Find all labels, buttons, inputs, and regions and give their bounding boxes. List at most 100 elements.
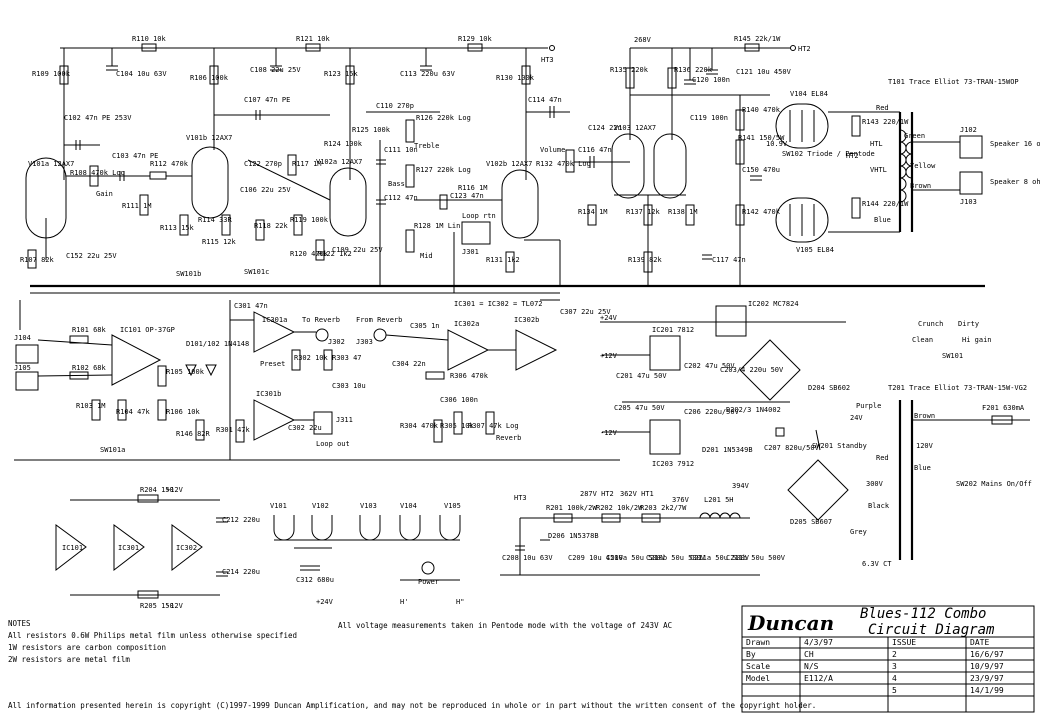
- label-c205: C205 47u 50V: [614, 404, 665, 412]
- label-c305: C305 1n: [410, 322, 440, 330]
- label-c206: C206 220u/50V: [684, 408, 740, 416]
- label-10-9v: 10.9V: [766, 140, 788, 148]
- label-v101b: V101b 12AX7: [186, 134, 232, 142]
- label-r102: R102 68k: [72, 364, 107, 372]
- issue-header: ISSUE: [892, 638, 916, 647]
- label-mid: Mid: [420, 252, 433, 260]
- label-r202: R202 10k/2W: [596, 504, 643, 512]
- label-htl: HTL: [870, 140, 883, 148]
- label-sw102: SW102 Triode / Pentode: [782, 150, 875, 158]
- label-ic101-box: IC101: [62, 544, 83, 552]
- label-c119: C119 100n: [690, 114, 728, 122]
- note-line-1: All resistors 0.6W Philips metal film un…: [8, 631, 297, 640]
- label-r106: R106 100k: [190, 74, 229, 82]
- label-r130: R130 100k: [496, 74, 535, 82]
- label-c211b: C211b 50u 500V: [726, 554, 786, 562]
- field-value-drawn: 4/3/97: [804, 638, 833, 647]
- note-line-2: 1W resistors are carbon composition: [8, 643, 167, 652]
- label-r120: R120 470k: [290, 250, 329, 258]
- label-d205: D205 SB607: [790, 518, 832, 526]
- label-volume: Volume: [540, 146, 565, 154]
- label-v102b: V102b 12AX7: [486, 160, 532, 168]
- issue-row-2: 3: [892, 662, 897, 671]
- label-speaker-16: Speaker 16 ohm: [990, 140, 1040, 148]
- field-label-model: Model: [746, 674, 770, 683]
- label-ht2-amp: HT2: [846, 152, 859, 160]
- label-c150: C150 470u: [742, 166, 780, 174]
- voltage-note: All voltage measurements taken in Pentod…: [338, 621, 673, 630]
- label-r302: R302 10k: [294, 354, 329, 362]
- label-24v: 24V: [850, 414, 863, 422]
- issue-row-1: 2: [892, 650, 897, 659]
- label-r143: R143 220/1W: [862, 118, 909, 126]
- label-ic201: IC201 7812: [652, 326, 694, 334]
- label-c124: C124 22n: [588, 124, 622, 132]
- label-loop-rtn: Loop rtn: [462, 212, 496, 220]
- label-c302: C302 22u: [288, 424, 322, 432]
- issue-row-3: 4: [892, 674, 897, 683]
- label-h2: H": [456, 598, 464, 606]
- label-f201: F201 630mA: [982, 404, 1025, 412]
- label-to-reverb: To Reverb: [302, 316, 340, 324]
- label-c212: C212 220u: [222, 516, 260, 524]
- label-r129: R129 10k: [458, 35, 493, 43]
- label-j102: J102: [960, 126, 977, 134]
- label-r307: R307 47k Log: [468, 422, 519, 430]
- label-ic101: IC101 OP-37GP: [120, 326, 175, 334]
- date-row-2: 10/9/97: [970, 662, 1004, 671]
- label-c304: C304 22n: [392, 360, 426, 368]
- label-394v: 394V: [732, 482, 750, 490]
- field-value-scale: N/S: [804, 662, 819, 671]
- label-v104: V104 EL84: [790, 90, 828, 98]
- field-value-by: CH: [804, 650, 814, 659]
- label-c102: C102 47n PE 253V: [64, 114, 132, 122]
- label-ic302-box: IC302: [176, 544, 197, 552]
- label-plus12-ic: +12V: [166, 486, 184, 494]
- label-r303: R303 47: [332, 354, 362, 362]
- label-r204: R204 150: [140, 486, 174, 494]
- label-c107: C107 47n PE: [244, 96, 290, 104]
- label-c307: C307 22u 25V: [560, 308, 611, 316]
- label-r123: R123 15k: [324, 70, 359, 78]
- label-v103: V103 12AX7: [614, 124, 656, 132]
- label-r117: R117 1M: [292, 160, 322, 168]
- label-d101: D101/102 1N4148: [186, 340, 249, 348]
- label-r139: R139 82k: [628, 256, 663, 264]
- date-row-3: 23/9/97: [970, 674, 1004, 683]
- label-r128: R128 1M Lin: [414, 222, 460, 230]
- label-ic301b: IC301b: [256, 390, 281, 398]
- label-minus12-reg: -12V: [600, 429, 618, 437]
- label-c312: C312 680u: [296, 576, 334, 584]
- label-c109: C109 22u 25V: [332, 246, 383, 254]
- label-sw101c: SW101c: [244, 268, 269, 276]
- label-c121: C121 10u 450V: [736, 68, 792, 76]
- label-preset: Preset: [260, 360, 285, 368]
- label-r116: R116 1M: [458, 184, 488, 192]
- label-treble: Treble: [414, 142, 439, 150]
- label-c116: C116 47n: [578, 146, 612, 154]
- label-d204: D204 SB602: [808, 384, 850, 392]
- label-376v: 376V: [672, 496, 690, 504]
- label-r135: R135 220k: [610, 66, 649, 74]
- label-r136: R136 220k: [674, 66, 713, 74]
- label-r125: R125 100k: [352, 126, 391, 134]
- label-r106: R106 10k: [166, 408, 201, 416]
- label-r122: R122 1k2: [318, 250, 352, 258]
- label-c209: C209 10u 450V: [568, 554, 624, 562]
- issue-row-4: 5: [892, 686, 897, 695]
- title-block: Duncan Blues-112 Combo Circuit Diagram D…: [741, 605, 1035, 713]
- label-120v-1: 120V: [916, 442, 934, 450]
- label-r304: R304 470k: [400, 422, 439, 430]
- date-row-1: 16/6/97: [970, 650, 1004, 659]
- label-grey-1: Grey: [850, 528, 867, 536]
- label-r118: R118 22k: [254, 222, 289, 230]
- label-r108: R108 470k Log: [70, 169, 125, 177]
- label-v102a: V102a 12AX7: [316, 158, 362, 166]
- label-ht2-top: HT2: [798, 45, 811, 53]
- label-blue-t2: Blue: [914, 464, 931, 472]
- heater-section: V101 V102 V103 V104 V105 C312 680u +24V …: [270, 502, 464, 606]
- label-r146: R146 82R: [176, 430, 211, 438]
- label-power: Power: [418, 578, 439, 586]
- ht-supply-chain: HT3 287V HT2 362V HT1 376V 394V R201 100…: [500, 482, 786, 576]
- label-r142: R142 470k: [742, 208, 781, 216]
